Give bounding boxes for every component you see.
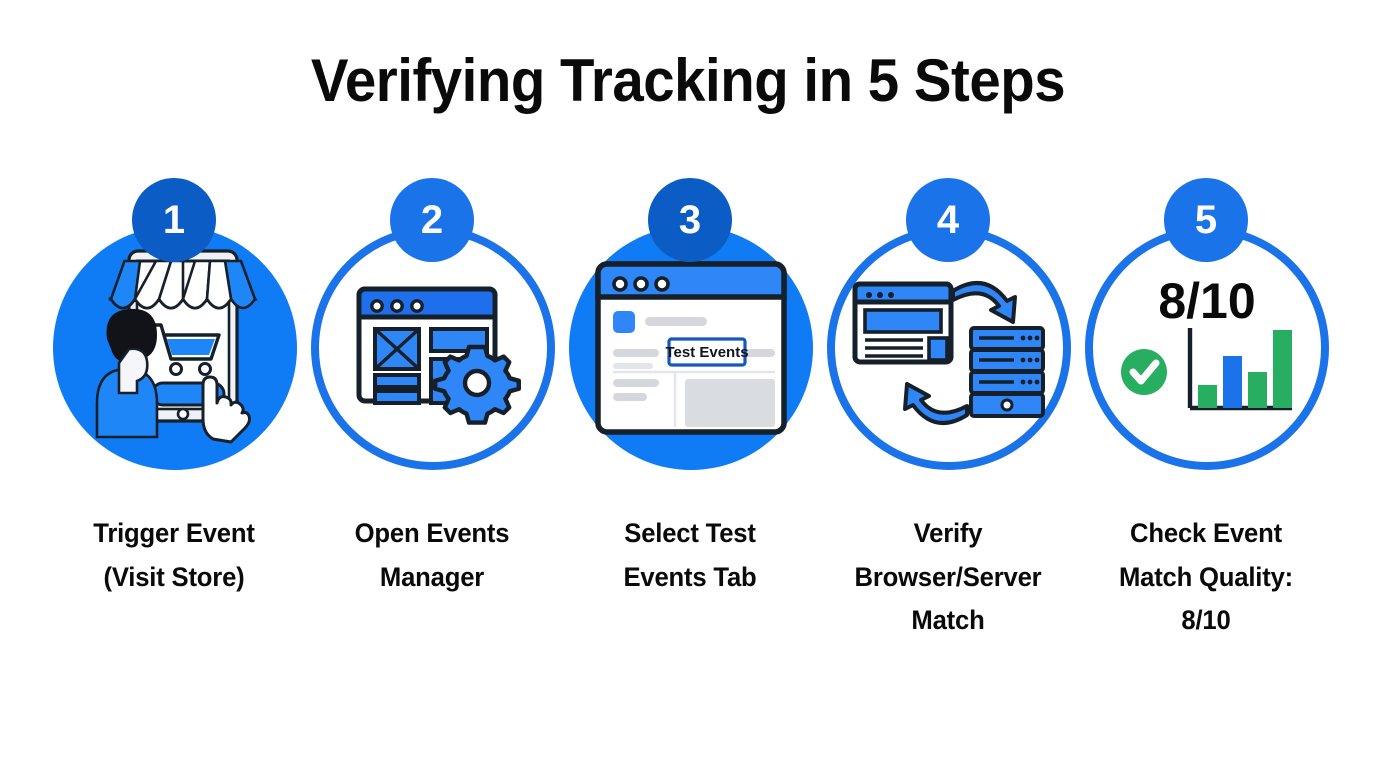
step-4-number-badge: 4 bbox=[906, 178, 990, 262]
step-1-number-badge: 1 bbox=[132, 178, 216, 262]
step-2-caption-line-1: Open Events bbox=[354, 518, 510, 548]
step-4-circle-wrap: 4 bbox=[824, 178, 1072, 470]
step-1-caption: Trigger Event (Visit Store) bbox=[51, 512, 298, 599]
step-3-caption-line-2: Events Tab bbox=[623, 561, 757, 592]
bar-1 bbox=[1198, 385, 1217, 408]
step-2-caption-line-2: Manager bbox=[379, 561, 485, 592]
step-5: 8/10 bbox=[1078, 178, 1334, 643]
match-quality-score-text: 8/10 bbox=[1158, 273, 1255, 329]
browser-server-sync-icon bbox=[827, 226, 1071, 470]
browser-settings-gear-icon bbox=[311, 226, 555, 470]
step-4-caption-line-1: Verify bbox=[913, 518, 983, 548]
step-1-caption-line-2: (Visit Store) bbox=[103, 561, 245, 592]
step-1-circle-wrap: 1 bbox=[50, 178, 298, 470]
match-quality-bar-chart bbox=[1187, 328, 1292, 411]
steps-row: 1 Trigger Event (Visit Store) bbox=[46, 178, 1334, 648]
success-check-icon bbox=[1121, 349, 1167, 395]
step-2: 2 Open Events Manager bbox=[304, 178, 560, 599]
step-1: 1 Trigger Event (Visit Store) bbox=[46, 178, 302, 599]
match-quality-score-icon: 8/10 bbox=[1085, 226, 1329, 470]
browser-test-events-tab-icon: Test Events bbox=[569, 226, 813, 470]
step-5-number-badge: 5 bbox=[1164, 178, 1248, 262]
step-3: Test Events 3 Select Test Events Tab bbox=[562, 178, 818, 599]
step-4-caption-line-2: Browser/Server bbox=[854, 561, 1042, 592]
bar-3 bbox=[1248, 372, 1267, 408]
step-4: 4 Verify Browser/Server Match bbox=[820, 178, 1076, 643]
step-2-circle-wrap: 2 bbox=[308, 178, 556, 470]
step-3-circle-wrap: Test Events 3 bbox=[566, 178, 814, 470]
step-4-caption: Verify Browser/Server Match bbox=[825, 512, 1072, 643]
step-5-caption-line-1: Check Event bbox=[1130, 518, 1282, 548]
step-5-caption: Check Event Match Quality: 8/10 bbox=[1083, 512, 1330, 643]
step-1-caption-line-1: Trigger Event bbox=[93, 518, 255, 548]
step-4-caption-line-3: Match bbox=[911, 605, 985, 636]
step-3-caption-line-1: Select Test bbox=[624, 518, 756, 548]
step-2-caption: Open Events Manager bbox=[309, 512, 556, 599]
step-3-number-badge: 3 bbox=[648, 178, 732, 262]
page-title: Verifying Tracking in 5 Steps bbox=[310, 47, 1066, 114]
step-3-caption: Select Test Events Tab bbox=[567, 512, 814, 599]
bar-2 bbox=[1223, 356, 1242, 408]
test-events-tab-label: Test Events bbox=[665, 344, 748, 361]
step-5-caption-line-2: Match Quality: bbox=[1118, 561, 1294, 592]
step-5-caption-line-3: 8/10 bbox=[1181, 605, 1231, 636]
bar-4 bbox=[1273, 330, 1292, 408]
step-5-circle-wrap: 8/10 bbox=[1082, 178, 1330, 470]
step-2-number-badge: 2 bbox=[390, 178, 474, 262]
storefront-mobile-shopping-icon bbox=[53, 226, 297, 470]
